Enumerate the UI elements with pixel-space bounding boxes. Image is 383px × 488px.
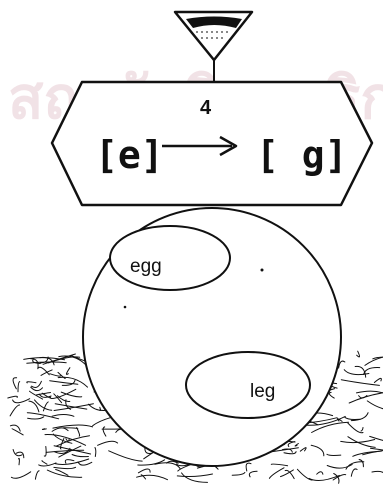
straw-stroke [66, 368, 69, 375]
straw-stroke [367, 401, 383, 410]
ball: egg leg [83, 208, 341, 466]
straw-stroke [329, 392, 334, 398]
straw-stroke [109, 451, 143, 461]
rule-arrow-label: 4 [200, 97, 212, 119]
straw-stroke [341, 380, 379, 386]
straw-stroke [300, 448, 306, 452]
rule-to: [ g] [256, 133, 348, 177]
straw-stroke [317, 472, 323, 475]
speck [261, 269, 264, 272]
straw-stroke [249, 471, 257, 477]
straw-stroke [374, 378, 381, 382]
straw-stroke [28, 417, 44, 419]
straw-stroke [281, 470, 294, 477]
straw-stroke [138, 469, 150, 473]
straw-stroke [312, 422, 349, 432]
straw-stroke [42, 461, 47, 464]
straw-stroke [31, 359, 38, 369]
straw-stroke [359, 460, 363, 467]
straw-stroke [66, 439, 69, 441]
straw-stroke [44, 447, 46, 457]
straw-stroke [288, 442, 295, 447]
straw-stroke [284, 452, 296, 454]
straw-stroke [93, 417, 112, 425]
straw-stroke [370, 436, 383, 442]
straw-stroke [346, 462, 364, 469]
straw-stroke [232, 472, 245, 475]
straw-stroke [42, 429, 46, 430]
straw-stroke [95, 448, 96, 457]
straw-stroke [35, 471, 39, 479]
straw-stroke [54, 446, 91, 454]
straw-stroke [351, 469, 357, 476]
straw-stroke [78, 462, 92, 465]
straw-stroke [311, 445, 324, 456]
straw-stroke [344, 417, 360, 420]
straw-stroke [364, 368, 380, 375]
straw-stroke [100, 407, 101, 410]
straw-stroke [35, 400, 52, 410]
leg-label: leg [250, 381, 275, 402]
straw-stroke [372, 471, 383, 473]
straw-stroke [327, 465, 352, 469]
straw-stroke [98, 441, 118, 445]
straw-stroke [361, 428, 363, 432]
straw-stroke [65, 460, 74, 464]
straw-stroke [54, 467, 76, 468]
straw-stroke [295, 444, 298, 447]
straw-stroke [309, 475, 339, 480]
straw-stroke [8, 396, 18, 398]
straw-stroke [41, 370, 52, 376]
straw-stroke [18, 382, 20, 392]
straw-stroke [246, 463, 251, 471]
straw-stroke [269, 468, 284, 479]
straw-stroke [103, 427, 106, 436]
straw-stroke [27, 382, 36, 383]
straw-stroke [355, 366, 366, 377]
straw-stroke [12, 429, 23, 435]
straw-stroke [13, 378, 17, 389]
straw-stroke [52, 414, 74, 416]
straw-stroke [137, 475, 168, 480]
straw-stroke [349, 392, 383, 403]
egg-label: egg [130, 256, 162, 277]
straw-stroke [19, 458, 20, 464]
straw-stroke [51, 389, 76, 398]
leg-region [186, 352, 310, 418]
egg-region [110, 226, 230, 290]
straw-stroke [72, 455, 88, 457]
rule-from: [e] [95, 133, 164, 177]
straw-stroke [327, 454, 341, 455]
straw-stroke [182, 473, 208, 483]
straw-stroke [13, 399, 30, 403]
straw-stroke [271, 464, 287, 466]
rule-box: [e] 4 [ g] [52, 82, 372, 205]
speck [124, 306, 127, 309]
straw-stroke [357, 351, 360, 357]
straw-stroke [11, 472, 30, 478]
straw-stroke [10, 405, 20, 416]
straw-stroke [52, 428, 68, 432]
